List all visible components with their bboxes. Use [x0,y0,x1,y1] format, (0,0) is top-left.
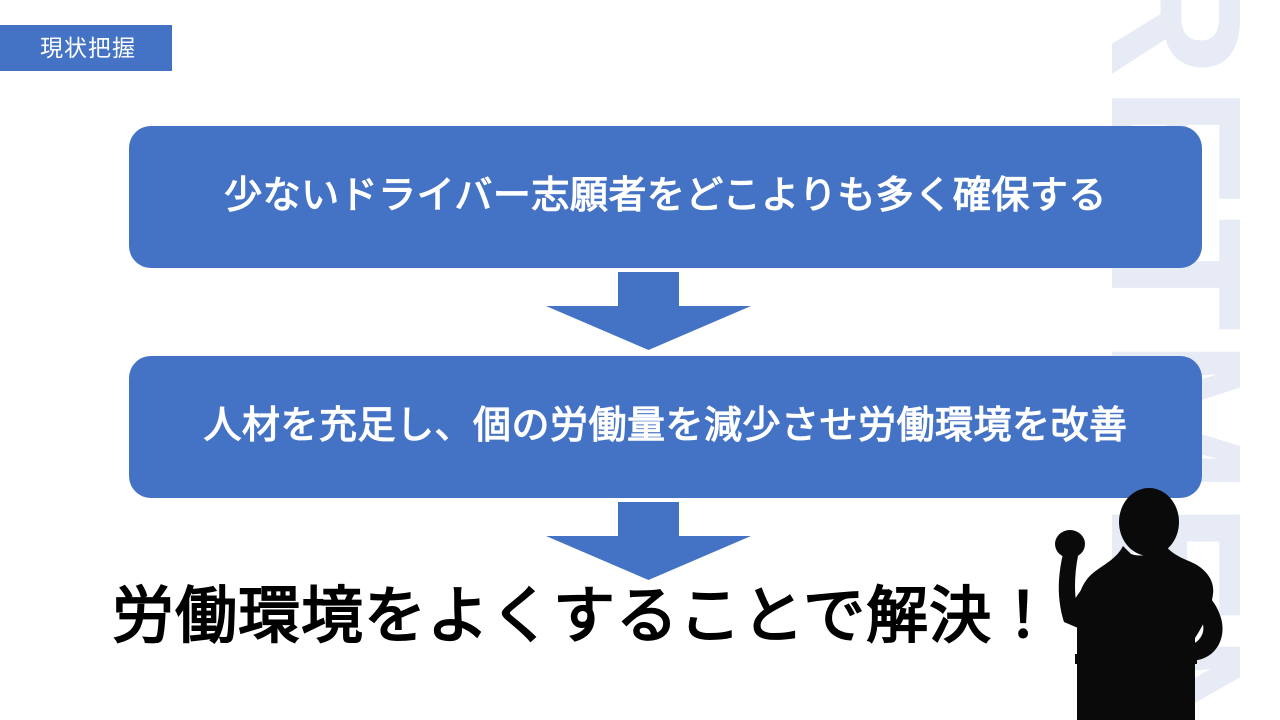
down-arrow-icon-2 [546,502,751,580]
flow-step-2-label: 人材を充足し、個の労働量を減少させ労働環境を改善 [203,405,1128,448]
section-tag: 現状把握 [0,25,172,71]
flow-step-2: 人材を充足し、個の労働量を減少させ労働環境を改善 [129,356,1202,498]
flow-step-1: 少ないドライバー志願者をどこよりも多く確保する [129,126,1202,268]
conclusion-text: 労働環境をよくすることで解決！ [112,582,1056,651]
down-arrow-icon-1 [546,272,751,350]
flow-step-1-label: 少ないドライバー志願者をどこよりも多く確保する [224,175,1107,218]
cheering-person-silhouette [1045,488,1250,720]
section-tag-label: 現状把握 [40,34,136,61]
